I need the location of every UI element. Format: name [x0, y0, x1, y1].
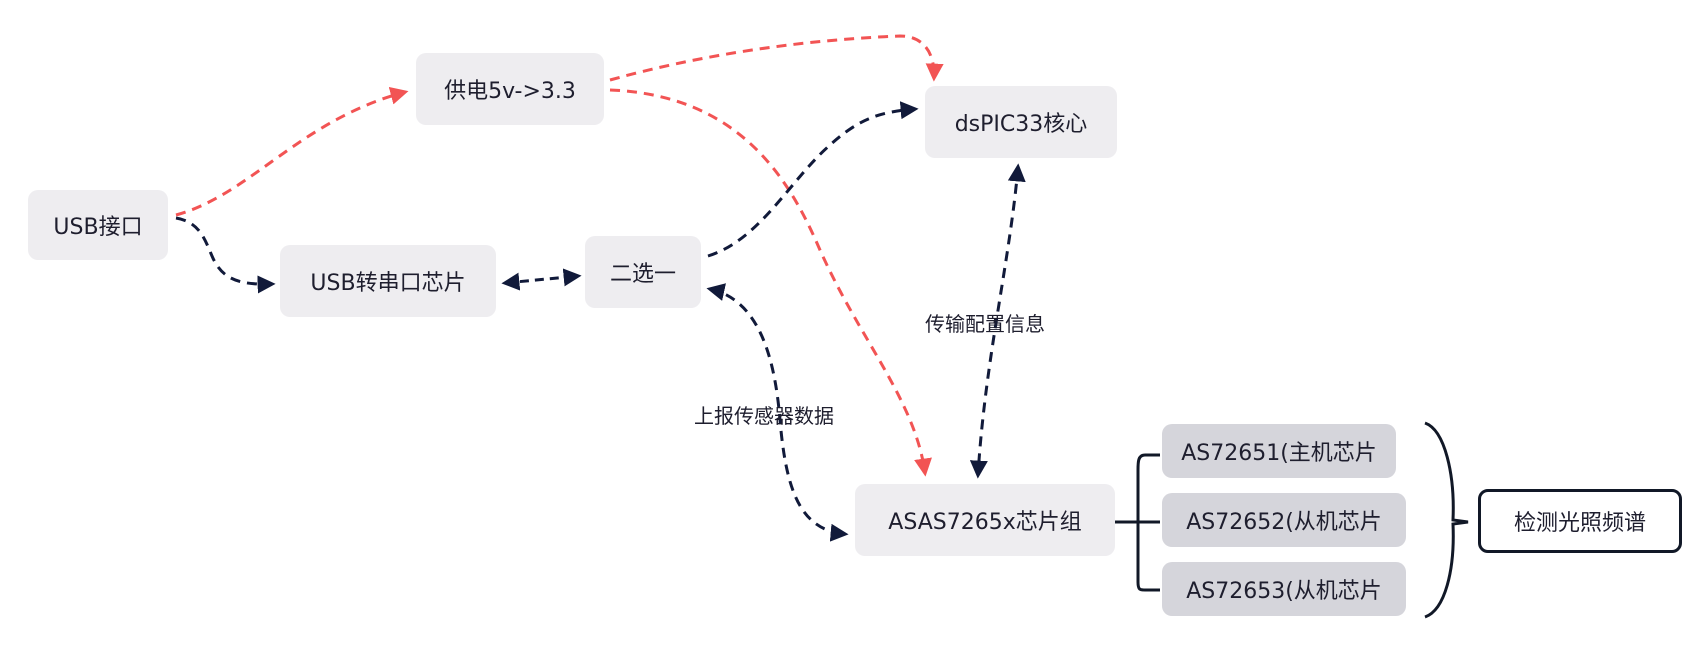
as-group-node[interactable]: ASAS7265x芯片组	[855, 484, 1115, 556]
usb-serial-node[interactable]: USB转串口芯片	[280, 245, 496, 317]
edge-usb-serial-selector	[501, 268, 582, 291]
selector-node[interactable]: 二选一	[585, 236, 701, 308]
edge-usb-to-power	[175, 87, 409, 217]
chip-brace	[1424, 421, 1469, 619]
edge-selector-as-group	[706, 283, 849, 542]
edge-power-to-dspic	[609, 34, 944, 82]
report-label: 上报传感器数据	[694, 404, 834, 428]
edge-dspic-as-group	[969, 163, 1026, 479]
spectrum-node[interactable]: 检测光照频谱	[1478, 489, 1682, 553]
as72653-node[interactable]: AS72653(从机芯片	[1162, 562, 1406, 616]
dspic-node[interactable]: dsPIC33核心	[925, 86, 1117, 158]
as72651-node[interactable]: AS72651(主机芯片	[1162, 424, 1396, 478]
config-label: 传输配置信息	[925, 312, 1045, 336]
chip-tree-connector	[1114, 453, 1160, 592]
edge-selector-to-dspic	[707, 101, 919, 258]
edge-usb-to-usb-serial	[175, 216, 276, 294]
power-node[interactable]: 供电5v->3.3	[416, 53, 604, 125]
edge-power-to-as-group	[609, 88, 932, 477]
as72652-node[interactable]: AS72652(从机芯片	[1162, 493, 1406, 547]
usb-port-node[interactable]: USB接口	[28, 190, 168, 260]
